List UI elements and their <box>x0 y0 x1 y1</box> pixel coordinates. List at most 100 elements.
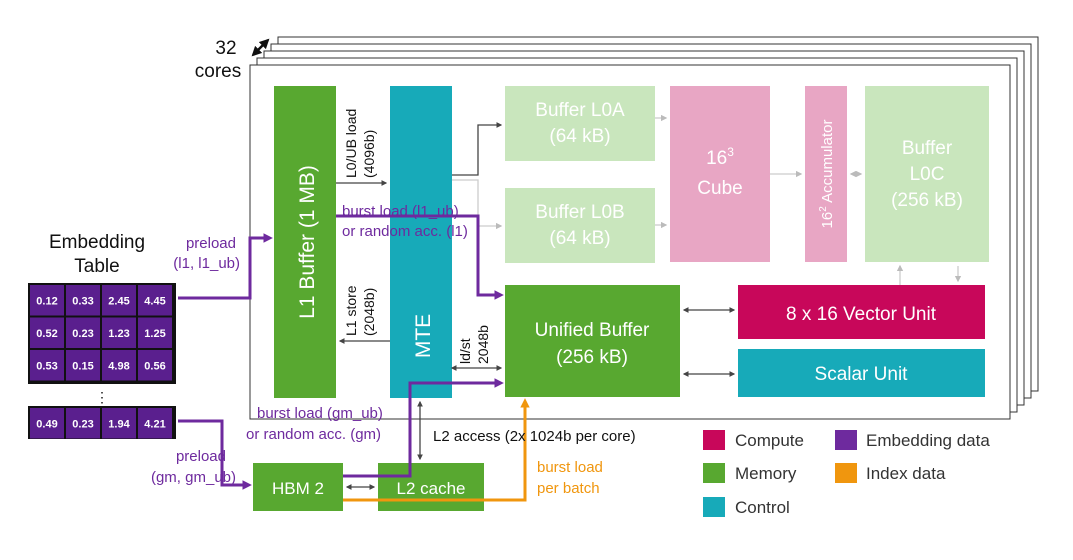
l1-buffer-block <box>274 86 336 398</box>
embedding-cell: 0.23 <box>72 418 93 430</box>
embedding-cell: 4.21 <box>144 418 165 430</box>
embedding-table-ellipsis: ⋮ <box>95 389 109 405</box>
embedding-cell-bg <box>30 408 64 439</box>
legend-index-swatch <box>835 463 857 483</box>
l1-buffer-label: L1 Buffer (1 MB) <box>296 165 319 319</box>
embedding-cell: 0.53 <box>36 360 57 372</box>
burst-gm-label-2: or random acc. (gm) <box>246 426 381 443</box>
embedding-cell-bg <box>66 285 100 316</box>
embedding-cell-bg <box>138 408 172 439</box>
embedding-cell: 2.45 <box>108 295 129 307</box>
buffer-l0a-label: Buffer L0A <box>535 100 625 121</box>
mte-block <box>390 86 452 398</box>
embedding-cell-bg <box>102 317 136 348</box>
buffer-l0b-label: Buffer L0B <box>535 202 624 223</box>
buffer-l0c-block <box>865 86 989 262</box>
l1-store-width: (2048b) <box>361 288 377 336</box>
legend-compute-swatch <box>703 430 725 450</box>
embedding-cell-bg <box>30 350 64 381</box>
embedding-data-paths <box>178 214 504 490</box>
buffer-l0c-label-2: L0C <box>910 164 945 185</box>
embedding-cell: 0.12 <box>36 295 57 307</box>
buffer-l0b-block <box>505 188 655 263</box>
datapath-arrows <box>336 122 736 490</box>
embedding-cell: 1.23 <box>108 328 129 340</box>
cube-size: 163 <box>706 145 734 169</box>
buffer-l0a-block <box>505 86 655 161</box>
buffer-l0c-label: Buffer <box>902 138 953 159</box>
unified-buffer-block <box>505 285 680 397</box>
index-data-path <box>343 398 530 502</box>
embedding-table: Embedding Table 0.12 0.33 2.45 4.45 0.52 0.23… <box>28 232 176 439</box>
legend-index: Index data <box>866 464 946 483</box>
embedding-cell-bg <box>30 317 64 348</box>
l2-cache-label: L2 cache <box>397 479 466 498</box>
mte-label: MTE <box>412 314 435 358</box>
legend-control: Control <box>735 498 790 517</box>
embedding-table-title: Embedding <box>49 232 145 253</box>
ldst-label: ld/st <box>457 338 473 364</box>
embedding-cell-bg <box>66 350 100 381</box>
cores-depth-arrow <box>251 38 270 57</box>
embedding-table-title-2: Table <box>74 256 119 277</box>
cores-label: cores <box>195 61 241 82</box>
embedding-cell: 4.98 <box>108 360 129 372</box>
vector-unit-label: 8 x 16 Vector Unit <box>786 304 937 325</box>
burst-l1-label-2: or random acc. (l1) <box>342 223 468 240</box>
legend-embedding-swatch <box>835 430 857 450</box>
embedding-cell: 0.23 <box>72 328 93 340</box>
embedding-cell-bg <box>66 408 100 439</box>
cube-block <box>670 86 770 262</box>
burst-batch-label-2: per batch <box>537 480 600 497</box>
legend-memory: Memory <box>735 464 797 483</box>
l1-store-label: L1 store <box>343 285 359 336</box>
embedding-cell: 0.49 <box>36 418 57 430</box>
embedding-cell: 4.45 <box>144 295 165 307</box>
ldst-width: 2048b <box>475 325 491 364</box>
scalar-unit-block <box>738 349 985 397</box>
cube-label: Cube <box>697 178 742 199</box>
l0ub-load-width: (4096b) <box>361 130 377 178</box>
embedding-cell: 1.94 <box>108 418 130 430</box>
embedding-cell: 1.25 <box>144 328 165 340</box>
embedding-cell: 0.33 <box>72 295 93 307</box>
embedding-cell-bg <box>138 285 172 316</box>
unified-buffer-size: (256 kB) <box>556 347 628 368</box>
preload-l1-args: (l1, l1_ub) <box>173 255 240 272</box>
accumulator-block <box>805 86 847 262</box>
buffer-l0a-size: (64 kB) <box>549 126 610 147</box>
buffer-l0c-size: (256 kB) <box>891 190 963 211</box>
embedding-cell-bg <box>66 317 100 348</box>
hbm2-block <box>253 463 343 511</box>
embedding-cell-bg <box>30 285 64 316</box>
legend-memory-swatch <box>703 463 725 483</box>
vector-unit-block <box>738 285 985 339</box>
embedding-cell-bg <box>102 285 136 316</box>
preload-gm-args: (gm, gm_ub) <box>151 469 236 486</box>
embedding-cell-bg <box>102 350 136 381</box>
legend-embedding: Embedding data <box>866 431 990 450</box>
burst-l1-label: burst load (l1_ub) <box>342 203 459 220</box>
l2-cache-block <box>378 463 484 511</box>
legend: Compute Memory Control Embedding data In… <box>703 430 990 517</box>
embedding-cell-bg <box>102 408 136 439</box>
l2-access-label: L2 access (2x 1024b per core) <box>433 428 636 445</box>
embedding-cell: 0.15 <box>72 360 93 372</box>
embedding-cell: 0.52 <box>36 328 57 340</box>
embedding-cell: 0.56 <box>144 360 165 372</box>
preload-gm-label: preload <box>176 448 226 465</box>
legend-compute: Compute <box>735 431 804 450</box>
burst-gm-label: burst load (gm_ub) <box>257 405 383 422</box>
hbm2-label: HBM 2 <box>272 479 324 498</box>
preload-l1-label: preload <box>186 235 236 252</box>
buffer-l0b-size: (64 kB) <box>549 228 610 249</box>
embedding-cell-bg <box>138 317 172 348</box>
light-arrows <box>452 114 962 285</box>
l0ub-load-label: L0/UB load <box>343 109 359 178</box>
scalar-unit-label: Scalar Unit <box>815 364 909 385</box>
unified-buffer-label: Unified Buffer <box>535 320 650 341</box>
accumulator-label: 162 Accumulator <box>818 120 836 229</box>
legend-control-swatch <box>703 497 725 517</box>
embedding-cell-bg <box>138 350 172 381</box>
